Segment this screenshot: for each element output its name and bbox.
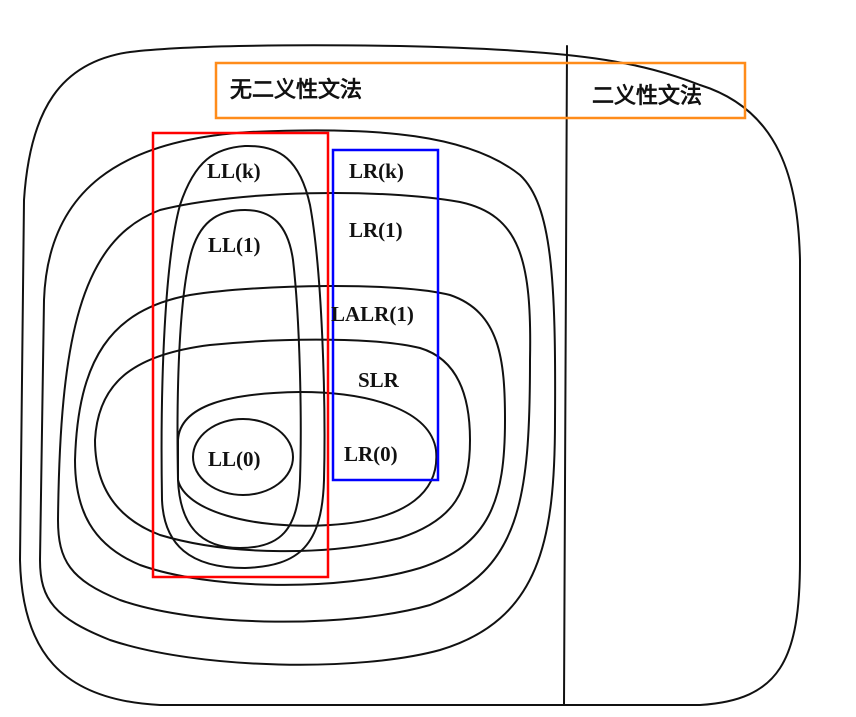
ll-family-highlight-box	[151, 131, 330, 579]
label-lr0: LR(0)	[344, 442, 398, 466]
outer-boundary	[19, 44, 801, 706]
label-lrk: LR(k)	[349, 159, 404, 183]
region-lalr1	[74, 284, 506, 586]
ambiguity-divider	[563, 45, 568, 706]
label-ll0: LL(0)	[208, 447, 261, 471]
region-slr	[94, 338, 471, 553]
region-ll1	[176, 209, 302, 549]
region-lrk	[39, 129, 557, 666]
label-ambiguous-grammar: 二义性文法	[592, 83, 702, 109]
label-slr: SLR	[358, 368, 400, 392]
label-lr1: LR(1)	[349, 218, 403, 242]
unambiguity-highlight-box	[214, 61, 747, 120]
label-ll1: LL(1)	[208, 233, 261, 257]
lr-family-highlight-box	[331, 148, 440, 482]
region-lr1	[57, 191, 532, 623]
region-llk	[160, 144, 326, 569]
region-ll0	[192, 418, 294, 496]
label-unambiguous-grammar: 无二义性文法	[230, 77, 362, 103]
label-lalr1: LALR(1)	[331, 302, 414, 326]
region-lr0	[177, 391, 438, 527]
label-llk: LL(k)	[207, 159, 261, 183]
